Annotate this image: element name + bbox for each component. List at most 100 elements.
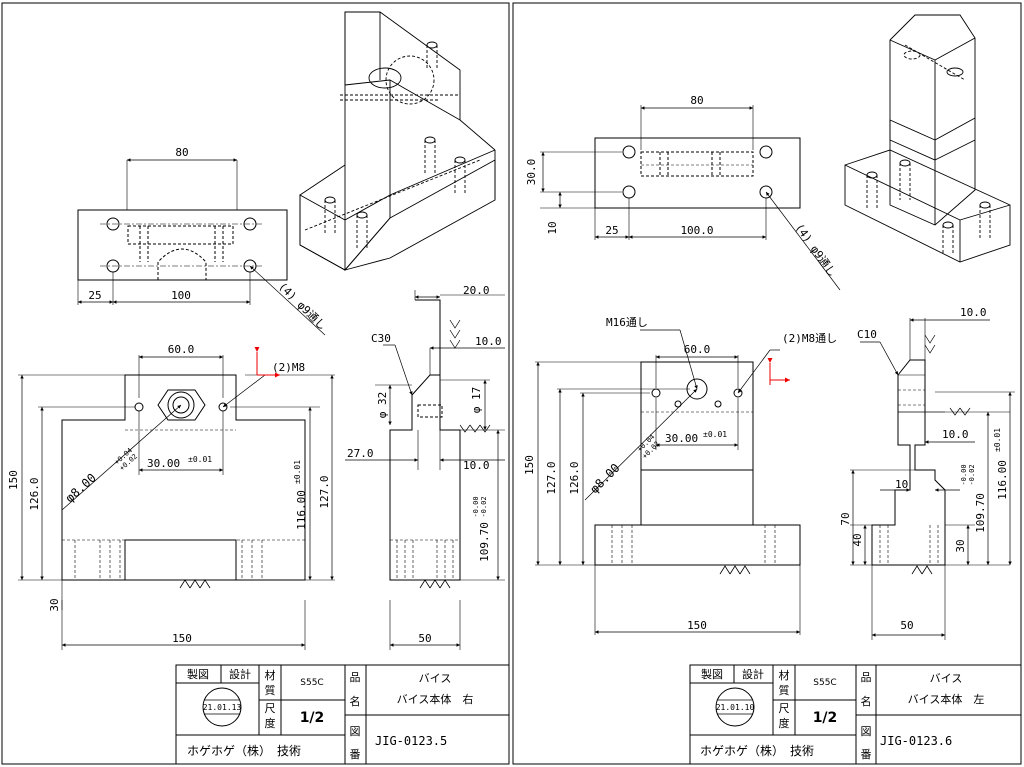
s1-dim-27: 27.0 [347,447,374,460]
s1-dim-150-w: 150 [172,632,192,645]
s1-dim-10-a: 10.0 [475,335,502,348]
s2-dim-30-side: 30 [954,539,967,552]
s2-part-name-2: バイス本体 左 [908,692,985,706]
s2-chamfer: C10 [857,328,877,341]
s2-material-label-2: 質 [779,683,790,697]
s1-chamfer: C30 [371,332,391,345]
s1-dim-150-h: 150 [7,470,20,490]
s1-tol-116: ±0.01 [293,460,302,484]
s2-scale: 1/2 [813,710,838,726]
s1-part-name-2: バイス本体 右 [397,692,474,706]
s1-dim-10-b: 10.0 [463,459,490,472]
s1-dim-116: 116.00 [295,490,308,530]
s1-hole-note: (4) φ9通し [276,280,329,333]
s2-m16-note: M16通し [606,316,648,329]
s1-tol-30: ±0.01 [188,455,212,464]
s1-tol-109-lower: -0.02 [480,496,488,517]
s1-part-name-label-2: 名 [350,694,361,708]
s2-material-label-1: 材 [779,668,790,682]
s2-dim-150-w: 150 [687,619,707,632]
s2-dim-100: 100.0 [680,224,713,237]
s2-scale-label-1: 尺 [779,702,790,715]
sheet-1-top-view [77,158,326,336]
s1-scale-label-2: 度 [265,716,276,730]
s2-dim-25: 25 [605,224,618,237]
s2-tol-109-lower: -0.02 [968,464,976,485]
s2-dim-10-a: 10.0 [960,306,987,319]
s1-drawn-label: 製図 [187,667,209,681]
s1-dim-60: 60.0 [168,343,195,356]
s1-dim-phi17: φ 17 [470,387,483,414]
s1-dim-25: 25 [88,289,101,302]
sheet-2 [512,2,1022,765]
s1-dim-30-base: 30 [48,598,61,611]
sheet-2-side-view [850,318,1015,640]
s2-dim-10-c: 10 [895,478,908,491]
s1-part-name-label-1: 品 [350,671,361,684]
sheet-1-border [1,2,510,765]
s2-dim-40: 40 [851,533,864,546]
s1-design-label: 設計 [229,667,251,681]
sheet-2-title-text: 製図 設計 材 質 S55C 尺 度 1/2 品 名 バイス バイス本体 左 図… [700,667,984,761]
sheet-2-front-view [535,329,801,635]
s1-dim-20: 20.0 [463,284,490,297]
s2-tol-30: ±0.01 [703,430,727,439]
s1-material-label-2: 質 [265,683,276,697]
s2-material: S55C [813,678,836,688]
s2-dim-116: 116.00 [996,460,1009,500]
s2-tol-116: ±0.01 [993,428,1002,452]
s1-tol-109-upper: -0.00 [472,496,480,517]
s1-material: S55C [300,678,323,688]
s2-dim-10: 10 [546,221,559,234]
s2-part-name-1: バイス [930,672,963,685]
s1-dim-80: 80 [175,146,188,159]
s2-dim-50: 50 [900,619,913,632]
sheet-1 [1,2,510,765]
s1-dim-100: 100 [171,289,191,302]
s2-dim-150-h: 150 [523,455,536,475]
s2-drawing-no-label-1: 図 [861,725,872,738]
s1-drawing-no-label-1: 図 [350,725,361,738]
s1-dim-127: 127.0 [318,475,331,508]
s2-m8-note: (2)M8通し [782,332,837,345]
s2-dim-80: 80 [690,94,703,107]
s1-dim-50: 50 [418,632,431,645]
s2-dim-30: 30.00 [665,432,698,445]
s1-stamp-date: 21.01.13 [203,703,242,712]
sheet-2-title-block [689,664,1022,765]
s2-drawing-no: JIG-0123.6 [880,734,952,748]
s2-tol-109-upper: -0.00 [960,464,968,485]
sheet-2-text: 80 30.0 10 25 100.0 (4) φ9通し M16通し 60.0 … [523,94,1009,632]
sheet-1-title-text: 製図 設計 材 質 S55C 尺 度 1/2 品 名 バイス バイス本体 右 図… [187,667,473,761]
s2-dim-phi8: φ8.00 [587,461,622,496]
sheet-2-top-view [540,105,841,291]
s1-scale-label-1: 尺 [265,702,276,715]
sheet-1-title-block [175,664,510,765]
s1-drawing-no-label-2: 番 [350,748,361,761]
s2-scale-label-2: 度 [779,716,790,730]
s2-dim-70: 70 [839,512,852,525]
s1-part-name-1: バイス [419,672,452,685]
sheet-2-isometric-view [844,14,1011,263]
s2-dim-10-b: 10.0 [942,428,969,441]
s2-design-label: 設計 [742,667,764,681]
s1-company: ホゲホゲ（株） 技術 [187,743,301,758]
s2-part-name-label-2: 名 [861,694,872,708]
s1-dim-126: 126.0 [28,477,41,510]
s2-drawn-label: 製図 [701,667,723,681]
s2-dim-30: 30.0 [525,159,538,186]
s2-dim-126: 126.0 [568,461,581,494]
s2-dim-109: 109.70 [974,493,987,533]
s2-company: ホゲホゲ（株） 技術 [700,743,814,758]
sheet-1-text: 80 25 100 (4) φ9通し 60.0 (2)M8 φ8.00 +0.0… [7,146,502,645]
s2-drawing-no-label-2: 番 [861,748,872,761]
s2-dim-60: 60.0 [684,343,711,356]
sheet-1-front-view [18,347,335,650]
sheet-1-isometric-view [299,11,496,271]
s2-stamp-date: 21.01.10 [716,703,755,712]
s1-material-label-1: 材 [265,668,276,682]
s2-hole-note: (4) φ9通し [793,221,839,279]
sheet-2-border [512,2,1022,765]
s1-dim-30: 30.00 [147,457,180,470]
